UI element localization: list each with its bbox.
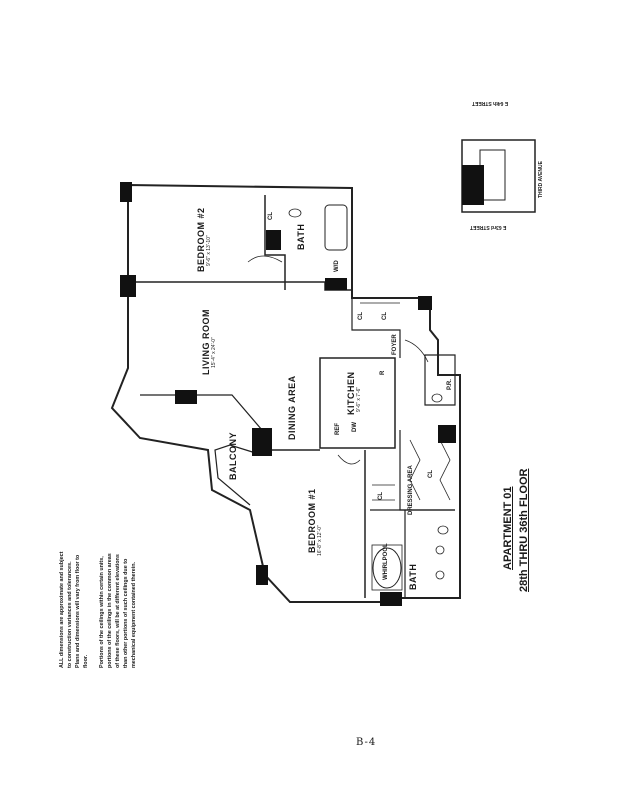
column [252, 428, 272, 456]
note-line: ALL dimensions are approximate and subje… [59, 551, 65, 668]
closet-label: CL [428, 470, 434, 478]
column [120, 182, 132, 202]
column [120, 275, 136, 297]
room-label-bedroom1: BEDROOM #1 [307, 488, 317, 553]
note-line: of these floors, will be at different el… [115, 554, 121, 668]
note-line: Portions of the ceilings within certain … [99, 556, 105, 668]
range-label: R [380, 370, 386, 375]
keyplan-street-top: E 64th STREET [472, 100, 509, 106]
interior-wall-foyer [351, 298, 401, 358]
note-line: than other portions of such ceilings due… [123, 558, 129, 668]
sink [435, 545, 445, 555]
room-label-living: LIVING ROOM [201, 309, 211, 375]
column [256, 565, 268, 585]
room-dims-kitchen: 9'-6" x 7'-6" [356, 386, 362, 412]
washer-dryer-label: W/D [334, 260, 340, 272]
toilet [431, 393, 443, 403]
room-label-dining: DINING AREA [287, 375, 297, 440]
whirlpool-label: WHIRLPOOL [383, 543, 389, 580]
toilet [288, 208, 302, 218]
column [266, 230, 281, 250]
room-dims-bedroom2: 9'-6" x 13'-10" [206, 235, 212, 266]
column [438, 425, 456, 443]
note-line: to construction variances and tolerances… [67, 561, 73, 668]
column [380, 592, 402, 606]
room-label-pr: P.R. [447, 379, 453, 390]
room-label-kitchen: KITCHEN [346, 371, 356, 416]
closet-rod [372, 484, 395, 501]
room-label-bath2: BATH [296, 223, 306, 250]
door-swing [404, 339, 429, 363]
balcony-outline [140, 394, 263, 506]
dressing-zigzag [409, 439, 421, 501]
door-swing [247, 255, 283, 263]
sink [435, 570, 445, 580]
note-line: Plans and dimensions will vary from floo… [75, 554, 81, 668]
keyplan-avenue: THIRD AVENUE [538, 161, 544, 198]
page-number: B-4 [356, 737, 377, 748]
note-line: mechanical equipment contained therein. [131, 561, 137, 668]
keyplan-unit-highlight [462, 165, 484, 205]
interior-wall-kitchen [319, 357, 396, 449]
notes-block: ALL dimensions are approximate and subje… [58, 552, 138, 668]
room-dims-bedroom1: 16'-8" x 12'-0" [317, 525, 323, 556]
interior-wall-bath2 [264, 195, 286, 290]
room-label-foyer: FOYER [392, 334, 398, 355]
tub-frame [371, 544, 403, 591]
column [175, 390, 197, 404]
closet-label: CL [268, 212, 274, 220]
room-label-dressing: DRESSING AREA [408, 465, 414, 515]
closet-label: CL [358, 312, 364, 320]
room-dims-living: 15'-4" x 24'-0" [211, 337, 217, 368]
tub [324, 204, 348, 251]
interior-wall-bath1 [370, 509, 455, 598]
note-line: floor. [83, 654, 89, 668]
whirlpool-tub [372, 547, 402, 589]
dishwasher-label: DW [352, 422, 358, 432]
room-label-balcony: BALCONY [228, 432, 238, 480]
keyplan-street-bottom: E 63rd STREET [470, 224, 507, 230]
room-label-bath1: BATH [408, 563, 418, 590]
toilet [437, 525, 449, 535]
exterior-wall [110, 184, 461, 603]
column [325, 278, 347, 290]
closet-label: CL [378, 492, 384, 500]
interior-wall-pr [424, 354, 456, 406]
dressing-zigzag [439, 439, 451, 501]
interior-wall-living [135, 281, 352, 291]
room-label-bedroom2: BEDROOM #2 [196, 207, 206, 272]
column [418, 296, 432, 310]
note-line [90, 552, 98, 668]
closet-label: CL [382, 312, 388, 320]
door-swing [337, 454, 361, 465]
floor-range-title: 28th THRU 36th FLOOR [518, 468, 530, 592]
apartment-title: APARTMENT 01 [502, 486, 514, 570]
refrigerator-label: REF [335, 423, 341, 435]
note-line: portions of the ceilings in the common a… [107, 553, 113, 668]
